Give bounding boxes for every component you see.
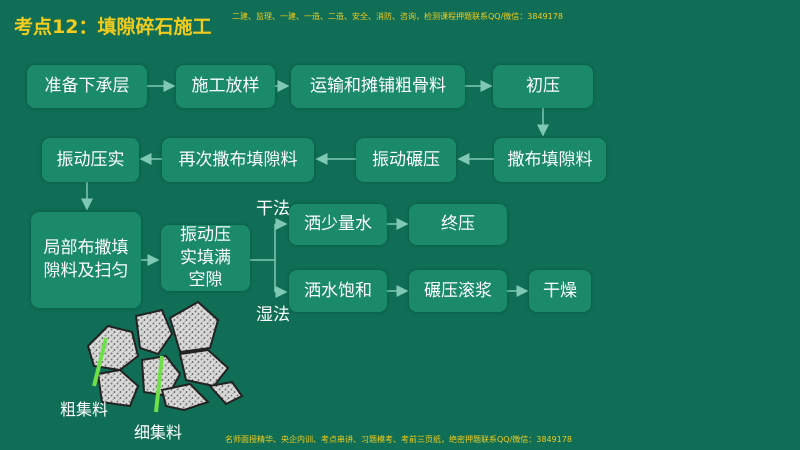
step-vibratory-compaction: 振动压实 (42, 138, 139, 182)
coarse-aggregate-label: 粗集料 (60, 400, 109, 419)
footer-note: 名师面授精华、央企内训、考点串讲、习题模考、考前三页纸，绝密押题联系QQ/微信：… (225, 435, 572, 444)
step-final-compaction: 终压 (409, 204, 507, 245)
step-saturate-water: 洒水饱和 (289, 270, 387, 312)
fine-pointer (154, 355, 164, 413)
step-initial-compaction: 初压 (493, 65, 593, 108)
coarse-stone-3 (168, 300, 220, 354)
step-transport-spread: 运输和摊铺粗骨料 (291, 65, 465, 108)
coarse-stone-2 (134, 308, 174, 356)
step-local-spread-sweep: 局部布撒填隙料及扫匀 (31, 212, 141, 308)
step-spread-filler-again: 再次撒布填隙料 (162, 138, 314, 182)
dry-method-label: 干法 (256, 199, 290, 219)
step-sprinkle-little-water: 洒少量水 (289, 204, 387, 245)
step-spread-filler: 撒布填隙料 (494, 138, 606, 182)
coarse-pointer (92, 337, 108, 387)
step-vibratory-rolling: 振动碾压 (356, 138, 456, 182)
wet-method-label: 湿法 (256, 305, 290, 325)
step-compact-fill-voids: 振动压实填满空隙 (161, 225, 250, 291)
coarse-stone-4 (96, 368, 140, 408)
coarse-stone-6 (178, 348, 230, 388)
coarse-stone-8 (208, 380, 244, 406)
step-prepare-base: 准备下承层 (27, 65, 147, 108)
step-dry: 干燥 (529, 270, 591, 312)
coarse-stone-1 (86, 324, 140, 372)
header-note: 二建、监理、一建、一造、二造、安全、消防、咨询，检测课程押题联系QQ/微信：38… (232, 12, 563, 21)
coarse-stone-7 (160, 382, 210, 412)
fine-aggregate-label: 细集料 (134, 423, 183, 442)
step-roll-slurry: 碾压滚浆 (409, 270, 507, 312)
aggregate-illustration (86, 300, 244, 413)
step-setting-out: 施工放样 (176, 65, 275, 108)
page-title: 考点12：填隙碎石施工 (14, 16, 212, 38)
